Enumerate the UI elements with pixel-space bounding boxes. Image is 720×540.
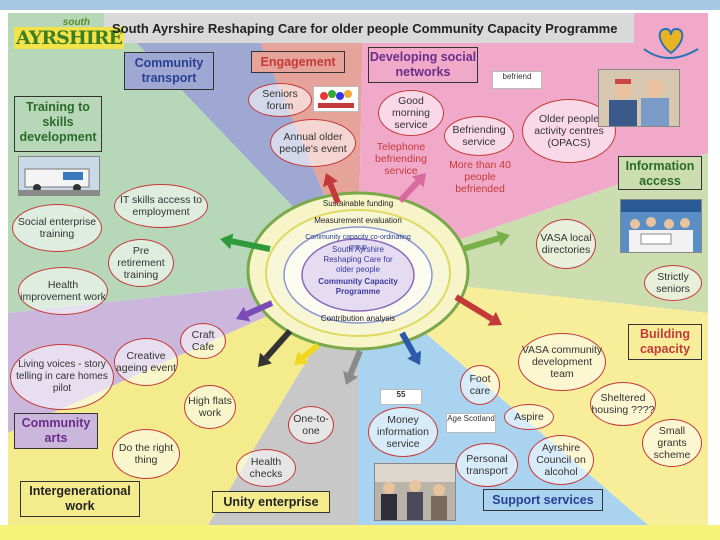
bottom-band xyxy=(0,525,720,540)
programme-poster: south AYRSHIRE South Ayrshire Reshaping … xyxy=(8,13,708,525)
logo-small-text: south xyxy=(62,17,90,28)
seniors-forum-logo xyxy=(313,86,359,112)
header-community-arts: Community arts xyxy=(14,413,98,449)
photo-vasa-group xyxy=(620,199,702,253)
bubble-strictly-seniors: Strictly seniors xyxy=(644,265,702,301)
bubble-ayrshire-alcohol: Ayrshire Council on alcohol xyxy=(528,435,594,485)
bubble-small-grants: Small grants scheme xyxy=(642,419,702,467)
header-engagement: Engagement xyxy=(251,51,345,73)
segment-7 xyxy=(8,275,358,525)
bubble-money-info: Money information service xyxy=(368,407,438,457)
arrow-shaft-0 xyxy=(327,183,341,205)
arrow-head-8 xyxy=(258,352,272,367)
bubble-annual-event: Annual older people's event xyxy=(270,119,356,167)
bubble-creative-ageing: Creative ageing event xyxy=(114,338,178,386)
arrow-head-4 xyxy=(487,311,502,326)
header-community-transport: Community transport xyxy=(124,52,214,90)
bubble-health-improvement: Health improvement work xyxy=(18,267,108,315)
bubble-living-voices: Living voices - story telling in care ho… xyxy=(10,344,114,410)
bubble-sheltered-housing: Sheltered housing ???? xyxy=(590,382,656,426)
poster-title: South Ayrshire Reshaping Care for older … xyxy=(112,21,618,36)
bubble-social-enterprise: Social enterprise training xyxy=(12,204,102,252)
bubble-health-checks: Health checks xyxy=(236,449,296,487)
arrow-shaft-2 xyxy=(231,238,271,252)
arrow-head-7 xyxy=(294,351,309,365)
more-than-40-text: More than 40 people befriended xyxy=(449,159,511,195)
header-training: Training to skills development xyxy=(14,96,102,152)
age-scotland-logo: Age Scotland xyxy=(446,413,496,433)
bubble-it-skills: IT skills access to employment xyxy=(114,184,208,228)
bubble-aspire: Aspire xyxy=(504,404,554,430)
ring-coordinating-group: Community capacity co-ordinating group xyxy=(305,234,411,251)
header-building-capacity: Building capacity xyxy=(628,324,702,360)
ring-contribution-analysis: Contribution analysis xyxy=(320,314,396,323)
title-band xyxy=(104,13,634,43)
header-information-access: Information access xyxy=(618,156,702,190)
top-band xyxy=(0,0,720,10)
ring-measurement-evaluation: Measurement evaluation xyxy=(314,216,402,225)
bubble-pre-retirement: Pre retirement training xyxy=(108,239,174,287)
segment-4 xyxy=(358,275,708,525)
header-intergenerational-work: Intergenerational work xyxy=(20,481,140,517)
arrow-shaft-5 xyxy=(399,331,417,357)
arrow-icon xyxy=(220,173,510,385)
fifty-five-logo: 55 xyxy=(380,389,422,405)
heart-logo-icon xyxy=(638,19,704,69)
bubble-craft-cafe: Craft Cafe xyxy=(180,323,226,359)
arrow-shaft-8 xyxy=(263,329,293,361)
south-ayrshire-logo: south AYRSHIRE xyxy=(14,17,124,55)
bubble-good-morning: Good morning service xyxy=(378,90,444,136)
befriend-logo: befriend xyxy=(492,71,542,89)
core-title-bold: Community Capacity Programme xyxy=(318,277,398,296)
arrow-shaft-3 xyxy=(462,235,500,252)
arrow-head-2 xyxy=(220,233,234,250)
core-title: South Ayrshire Reshaping Care for older … xyxy=(323,245,393,274)
logo-big-text: AYRSHIRE xyxy=(14,27,124,49)
bubble-one-to-one: One-to-one xyxy=(288,406,334,444)
bubble-do-right-thing: Do the right thing xyxy=(112,429,180,479)
bubble-personal-transport: Personal transport xyxy=(456,443,518,487)
header-support-services: Support services xyxy=(483,489,603,511)
bubble-high-flats: High flats work xyxy=(184,385,236,429)
photo-two-people xyxy=(598,69,680,127)
arrow-head-3 xyxy=(496,230,510,247)
arrow-shaft-4 xyxy=(454,294,494,322)
arrow-shaft-6 xyxy=(347,349,363,376)
arrow-shaft-1 xyxy=(397,179,421,204)
arrow-head-9 xyxy=(236,306,251,322)
arrow-head-5 xyxy=(407,350,422,365)
bubble-foot-care: Foot care xyxy=(460,365,500,405)
telephone-befriending-text: Telephone befriending service xyxy=(375,141,427,177)
photo-mobile-unit xyxy=(18,156,100,196)
header-unity-enterprise: Unity enterprise xyxy=(212,491,330,513)
arrow-head-6 xyxy=(343,370,358,385)
header-developing-social-networks: Developing social networks xyxy=(368,47,478,83)
arrow-head-0 xyxy=(323,173,338,188)
bubble-vasa-team: VASA community development team xyxy=(518,333,606,391)
central-rings xyxy=(246,191,470,351)
ring-sustainable-funding: Sustainable funding xyxy=(322,199,394,208)
arrow-shaft-7 xyxy=(301,342,320,360)
bubble-seniors-forum: Seniors forum xyxy=(248,83,312,117)
bubble-vasa-directories: VASA local directories xyxy=(536,219,596,269)
bubble-befriending: Befriending service xyxy=(444,116,514,156)
arrow-shaft-9 xyxy=(245,300,274,317)
photo-support-group xyxy=(374,463,456,521)
arrow-head-1 xyxy=(411,173,426,188)
